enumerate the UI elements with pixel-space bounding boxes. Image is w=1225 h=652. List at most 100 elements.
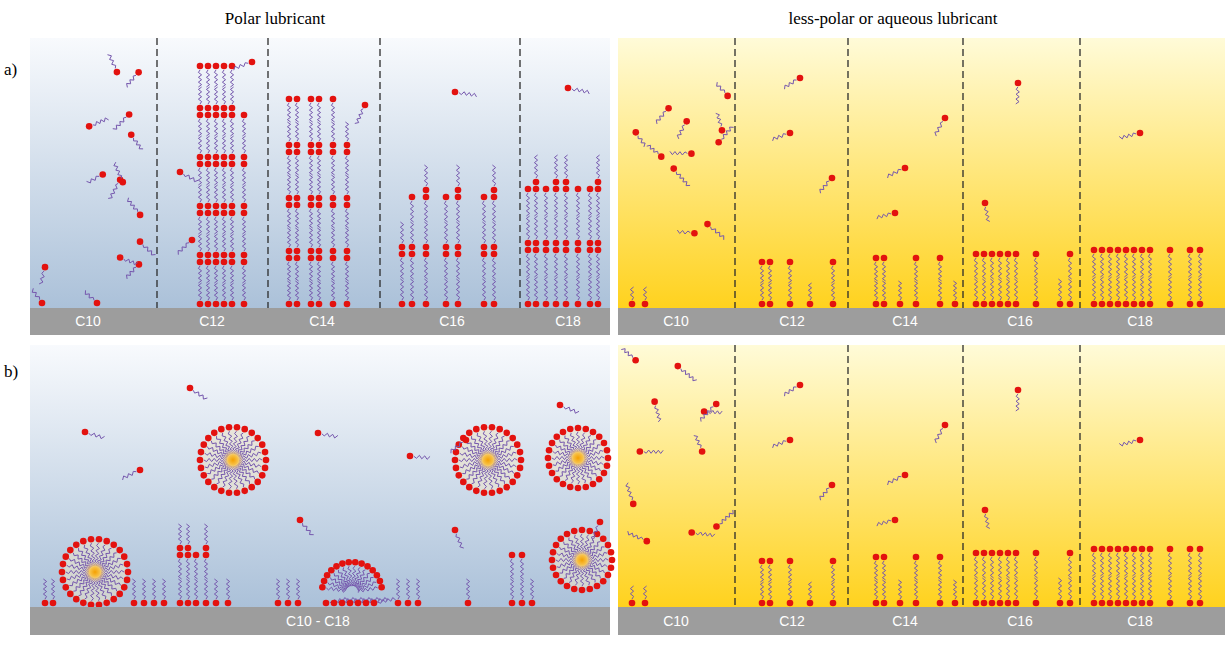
polar-head — [213, 210, 220, 217]
polar-head — [533, 186, 540, 193]
polar-head — [218, 426, 225, 433]
polar-head — [1115, 600, 1122, 607]
alkyl-tail — [1100, 553, 1103, 576]
micelle-core — [571, 549, 593, 571]
alkyl-tail — [768, 582, 771, 599]
chain-length-label: C16 — [1007, 313, 1033, 330]
polar-head — [575, 425, 582, 432]
alkyl-tail — [788, 283, 791, 300]
column-divider — [962, 345, 963, 607]
polar-head — [1099, 546, 1106, 553]
alkyl-tail — [1068, 578, 1071, 599]
polar-head — [126, 111, 133, 118]
polar-head — [595, 301, 602, 308]
alkyl-tail — [1100, 254, 1103, 277]
alkyl-tail — [198, 234, 201, 251]
polar-head — [1067, 550, 1074, 557]
alkyl-tail — [230, 234, 233, 251]
alkyl-tail — [882, 561, 885, 580]
polar-head — [39, 300, 46, 307]
alkyl-tail — [396, 579, 399, 599]
polar-head — [124, 577, 131, 584]
polar-head — [1107, 301, 1114, 308]
polar-head — [550, 549, 557, 556]
polar-head — [595, 247, 602, 254]
polar-head — [60, 561, 67, 568]
polar-head — [473, 488, 480, 495]
alkyl-tail — [194, 579, 197, 599]
alkyl-tail — [345, 122, 348, 141]
alkyl-tail — [424, 258, 427, 279]
polar-head — [62, 584, 69, 591]
column-divider — [962, 38, 963, 308]
alkyl-tail — [788, 582, 791, 599]
alkyl-tail — [773, 134, 787, 141]
polar-head — [595, 186, 602, 193]
polar-head — [234, 424, 241, 431]
polar-head — [1033, 550, 1040, 557]
polar-head — [553, 186, 560, 193]
alkyl-tail — [1140, 277, 1143, 300]
polar-head — [1187, 546, 1194, 553]
polar-head — [759, 600, 766, 607]
polar-head — [42, 600, 49, 607]
alkyl-tail — [1014, 578, 1017, 599]
polar-head — [1123, 546, 1130, 553]
alkyl-tail — [1168, 277, 1171, 300]
polar-head — [543, 186, 550, 193]
polar-head — [205, 259, 212, 266]
polar-head — [724, 93, 731, 100]
alkyl-tail — [222, 185, 225, 202]
polar-head — [344, 149, 351, 156]
polar-head — [330, 301, 337, 308]
chain-length-label: C14 — [892, 613, 918, 630]
polar-head — [193, 600, 200, 607]
alkyl-tail — [206, 119, 209, 136]
polar-head — [319, 584, 326, 591]
polar-head — [518, 457, 525, 464]
polar-head — [713, 523, 720, 530]
polar-head — [1099, 301, 1106, 308]
alkyl-tail — [588, 254, 591, 277]
polar-head — [297, 517, 304, 524]
alkyl-tail — [534, 216, 537, 239]
alkyl-tail — [1119, 440, 1136, 446]
polar-head — [294, 149, 301, 156]
polar-head — [563, 186, 570, 193]
alkyl-tail — [358, 587, 378, 593]
polar-head — [1013, 301, 1020, 308]
alkyl-tail — [596, 193, 599, 216]
alkyl-tail — [406, 579, 409, 599]
alkyl-tail — [1140, 553, 1143, 576]
polar-head — [545, 455, 552, 462]
alkyl-tail — [1148, 553, 1151, 576]
polar-head — [241, 426, 248, 433]
alkyl-tail — [492, 258, 495, 279]
polar-head — [713, 401, 720, 408]
polar-head — [704, 221, 711, 228]
alkyl-tail — [544, 254, 547, 277]
polar-head — [124, 561, 131, 568]
polar-head — [374, 572, 381, 579]
alkyl-tail — [317, 175, 320, 194]
polar-head — [213, 154, 220, 161]
polar-head — [286, 96, 293, 103]
polar-head — [1139, 301, 1146, 308]
polar-head — [973, 251, 980, 258]
alkyl-tail — [544, 277, 547, 300]
polar-head — [254, 479, 261, 486]
polar-head — [1099, 247, 1106, 254]
alkyl-tail — [242, 283, 245, 300]
polar-head — [830, 301, 837, 308]
alkyl-tail — [309, 103, 312, 122]
chain-length-label: C18 — [555, 313, 581, 330]
polar-head — [503, 430, 510, 437]
polar-head — [229, 259, 236, 266]
polar-head — [62, 553, 69, 560]
polar-head — [491, 187, 498, 194]
polar-head — [553, 542, 560, 549]
alkyl-tail — [953, 281, 956, 300]
polar-head — [409, 251, 416, 258]
polar-head — [517, 465, 524, 472]
polar-head — [443, 244, 450, 251]
